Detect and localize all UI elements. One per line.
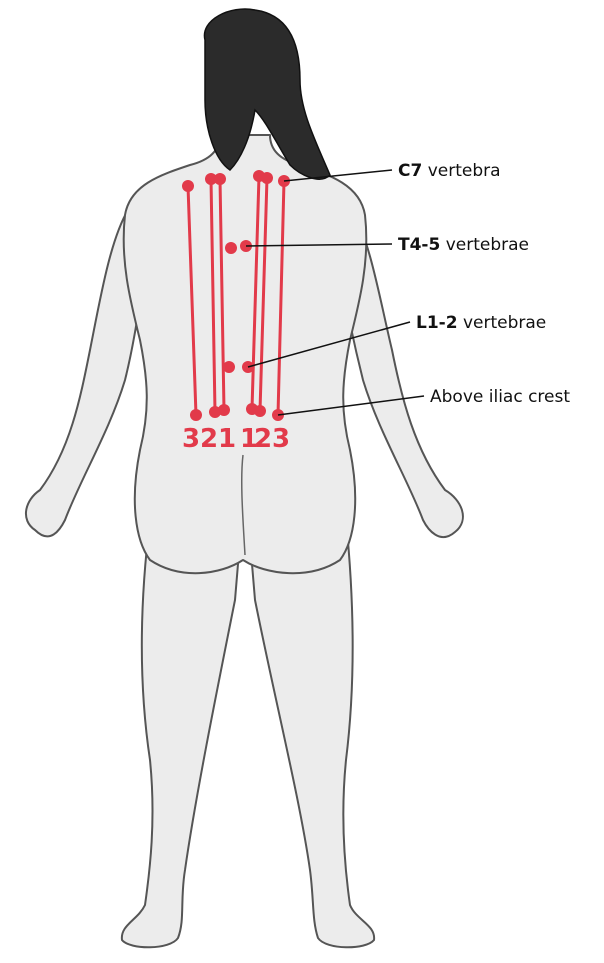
label-iliac: Above iliac crest [430,387,570,407]
point-left1-top [214,173,226,185]
line-number-left-3: 3 [182,424,200,454]
label-t45: T4-5 vertebrae [398,235,529,255]
right-leg [250,520,374,947]
point-left3-top [182,180,194,192]
point-left3-bottom [190,409,202,421]
line-number-right-2: 2 [254,424,272,454]
line-number-left-1: 1 [218,424,236,454]
line-numbers: 3 2 1 1 2 3 [182,424,290,454]
point-right2-top [261,172,273,184]
point-l12-left [223,361,235,373]
point-t45-left [225,242,237,254]
torso [124,135,367,573]
label-l12: L1-2 vertebrae [416,313,546,333]
left-leg [122,520,240,947]
label-c7: C7 vertebra [398,161,501,181]
point-left1-bottom [218,404,230,416]
point-right2-bottom [254,405,266,417]
line-number-right-3: 3 [272,424,290,454]
line-number-left-2: 2 [200,424,218,454]
